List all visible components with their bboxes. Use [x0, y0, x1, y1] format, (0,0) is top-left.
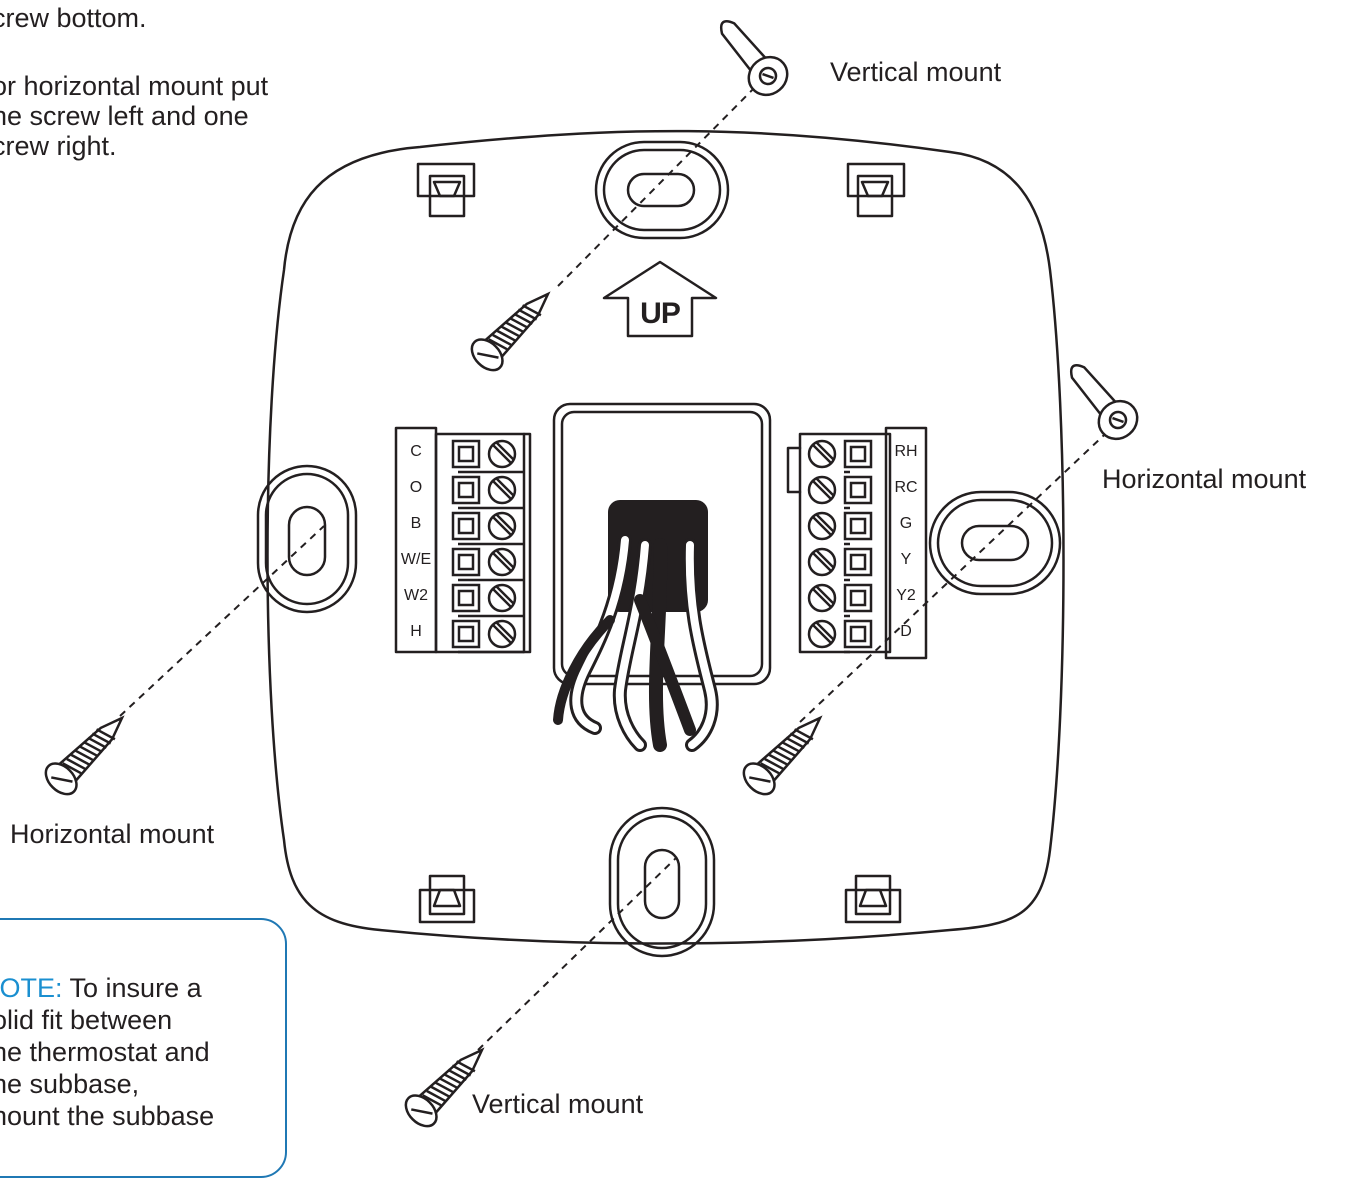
- terminal-label-left: B: [410, 515, 422, 532]
- screw-icon: [807, 583, 837, 613]
- right-terminal-row: [807, 511, 873, 546]
- terminal-clamp: [843, 475, 873, 505]
- guide-lines: [119, 71, 1121, 1051]
- clip-top-left: [416, 162, 476, 218]
- screw-icon: [487, 475, 517, 505]
- instruction-vertical-line: crew bottom.: [0, 3, 147, 33]
- top-mounting-slot: [594, 140, 730, 240]
- screw-icon: [470, 291, 551, 372]
- note-keyword: IOTE:: [0, 973, 63, 1003]
- terminal-label-right: Y2: [896, 587, 916, 604]
- note-line-1-text: To insure a: [62, 973, 202, 1003]
- up-arrow: [602, 260, 718, 338]
- screw-icon: [742, 715, 823, 796]
- screw-icon: [487, 511, 517, 541]
- left-terminal-row: [451, 475, 524, 510]
- screw-icon: [404, 1047, 485, 1128]
- left-terminal-row: [451, 511, 524, 546]
- terminal-clamp: [843, 619, 873, 649]
- label-horizontal-mount-left: Horizontal mount: [10, 819, 215, 849]
- screw-icon: [807, 547, 837, 577]
- right-terminal-row: [807, 439, 873, 474]
- right-terminal-row: [807, 547, 873, 582]
- left-terminal-row: [451, 547, 524, 582]
- terminal-clamp: [451, 475, 481, 505]
- wire-bundle: [553, 533, 719, 752]
- label-vertical-mount-top: Vertical mount: [830, 57, 1002, 87]
- guide-line-top: [557, 71, 771, 287]
- terminal-label-right: RC: [894, 479, 918, 496]
- terminal-label-left: H: [410, 623, 422, 640]
- guide-line-left: [119, 525, 325, 717]
- screw-icon: [807, 511, 837, 541]
- terminal-clamp: [451, 619, 481, 649]
- terminal-label-left: O: [409, 479, 423, 496]
- screw-icon: [487, 583, 517, 613]
- terminal-label-left: W/E: [400, 551, 432, 568]
- note-line-5: nount the subbase: [0, 1101, 215, 1131]
- terminal-label-right: RH: [894, 443, 918, 460]
- right-terminal-row: [807, 475, 873, 510]
- screw-icon: [807, 475, 837, 505]
- terminal-label-right: Y: [900, 551, 912, 568]
- right-terminal-row: [807, 583, 873, 618]
- terminal-label-left: C: [410, 443, 422, 460]
- terminal-clamp: [451, 511, 481, 541]
- clip-top-right: [846, 162, 906, 218]
- screw-icon: [487, 547, 517, 577]
- right-terminal-row: [807, 619, 873, 654]
- instruction-horizontal-line-3: crew right.: [0, 131, 117, 161]
- note-line-4: he subbase,: [0, 1069, 140, 1099]
- terminal-clamp: [843, 583, 873, 613]
- screw-icon: [807, 619, 837, 649]
- left-mounting-slot: [256, 464, 358, 614]
- guide-line-bottom: [477, 857, 677, 1051]
- terminal-label-right: G: [899, 515, 913, 532]
- screw-icon: [487, 439, 517, 469]
- terminal-clamp: [843, 511, 873, 541]
- instruction-horizontal-line-2: ne screw left and one: [0, 101, 249, 131]
- screw-icon: [807, 439, 837, 469]
- screw-icon: [44, 715, 125, 796]
- bottom-mounting-slot: [608, 806, 716, 958]
- note-line-3: he thermostat and: [0, 1037, 210, 1067]
- left-terminal-row: [451, 619, 524, 654]
- label-horizontal-mount-right: Horizontal mount: [1102, 464, 1307, 494]
- left-terminal-row: [451, 439, 524, 474]
- screw-icon: [487, 619, 517, 649]
- label-vertical-mount-bottom: Vertical mount: [472, 1089, 644, 1119]
- terminal-clamp: [451, 583, 481, 613]
- terminal-label-left: W2: [404, 587, 428, 604]
- terminal-clamp: [843, 439, 873, 469]
- wall-anchor-icon: [1069, 364, 1139, 441]
- left-terminal-row: [451, 583, 524, 618]
- clip-bottom-left: [418, 874, 476, 924]
- note-line-2: olid fit between: [0, 1005, 173, 1035]
- terminal-label-right: D: [900, 623, 912, 640]
- right-mounting-slot: [928, 490, 1062, 596]
- note-line-1: IOTE: To insure a: [0, 972, 202, 1004]
- terminal-clamp: [843, 547, 873, 577]
- wall-anchor-icon: [719, 20, 789, 97]
- instruction-horizontal-line-1: or horizontal mount put: [0, 71, 269, 101]
- terminal-clamp: [451, 547, 481, 577]
- up-arrow-label: UP: [640, 297, 681, 330]
- clip-bottom-right: [844, 874, 902, 924]
- guide-line-right: [799, 419, 1121, 723]
- terminal-clamp: [451, 439, 481, 469]
- subbase-mounting-diagram: [44, 20, 1139, 1128]
